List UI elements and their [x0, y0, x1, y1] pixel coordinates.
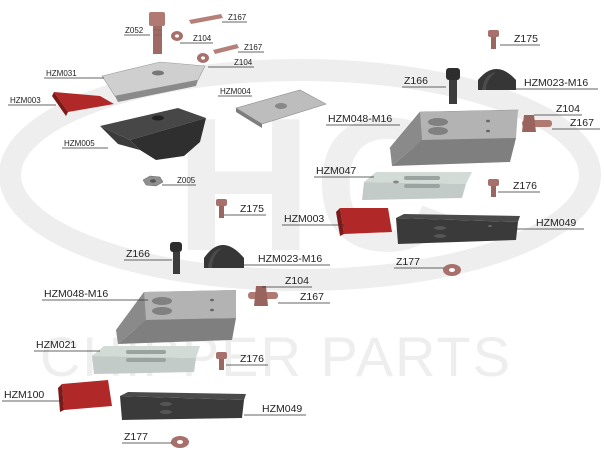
label-z167-a: Z167 [228, 13, 247, 22]
label-z104-a: Z104 [193, 34, 212, 43]
part-hzm048-a [389, 109, 519, 166]
part-z052-bolt [149, 12, 165, 54]
part-z104-washer-a [171, 31, 183, 41]
labels: Z052 Z104 Z167 Z167 Z104 HZM031 HZM003 H… [2, 13, 600, 444]
part-z005-nut [142, 175, 164, 187]
part-hzm100 [58, 380, 112, 412]
part-hzm021 [92, 346, 200, 374]
part-z175-bolt-a [488, 30, 499, 49]
label-hzm004: HZM004 [220, 87, 251, 96]
part-z104-z167-pin-c [522, 115, 552, 132]
label-hzm003-a: HZM003 [10, 96, 41, 105]
label-hzm005: HZM005 [64, 139, 95, 148]
part-z104-washer-b [197, 53, 209, 63]
label-hzm023-a: HZM023-M16 [524, 77, 588, 89]
part-hzm049-a [396, 214, 520, 244]
part-z166-bolt-a [446, 68, 460, 104]
label-hzm047: HZM047 [316, 165, 356, 177]
label-z104-d: Z104 [285, 275, 309, 287]
part-z166-bolt-b [170, 242, 182, 274]
part-z167-pin-a [189, 14, 223, 24]
part-z167-pin-b [213, 44, 239, 54]
part-hzm049-b [120, 392, 246, 420]
label-z176-b: Z176 [240, 353, 264, 365]
label-z175-b: Z175 [240, 203, 264, 215]
label-hzm023-b: HZM023-M16 [258, 253, 322, 265]
label-hzm049-b: HZM049 [262, 403, 302, 415]
label-z177-a: Z177 [396, 256, 420, 268]
label-z167-b: Z167 [244, 43, 263, 52]
label-hzm048-a: HZM048-M16 [328, 113, 392, 125]
part-hzm031 [101, 61, 206, 102]
part-z177-nut-b [171, 436, 189, 448]
part-hzm023-a [478, 69, 516, 90]
part-z175-bolt-b [216, 199, 227, 218]
label-hzm003-b: HZM003 [284, 213, 324, 225]
part-hzm003-a [52, 92, 114, 116]
watermark-ring [0, 59, 601, 291]
label-z175-a: Z175 [514, 33, 538, 45]
label-hzm100: HZM100 [4, 389, 44, 401]
part-z176-bolt-b [216, 352, 227, 370]
part-hzm005 [100, 108, 206, 160]
label-z167-c: Z167 [570, 117, 594, 129]
label-z166-b: Z166 [126, 248, 150, 260]
label-z104-b: Z104 [234, 58, 253, 67]
label-z177-b: Z177 [124, 431, 148, 443]
part-hzm048-b [116, 290, 236, 344]
label-z167-d: Z167 [300, 291, 324, 303]
label-hzm049-a: HZM049 [536, 217, 576, 229]
label-hzm021: HZM021 [36, 339, 76, 351]
label-z052: Z052 [125, 26, 144, 35]
label-z104-c: Z104 [556, 103, 580, 115]
part-z176-bolt-a [488, 179, 499, 197]
part-z104-z167-pin-d [248, 286, 278, 306]
part-hzm004 [235, 89, 327, 128]
label-z005: Z005 [177, 176, 196, 185]
part-hzm003-b [336, 208, 392, 236]
label-z176-a: Z176 [513, 180, 537, 192]
part-hzm047 [362, 172, 472, 200]
label-hzm048-b: HZM048-M16 [44, 288, 108, 300]
label-z166-a: Z166 [404, 75, 428, 87]
part-hzm023-b [204, 245, 244, 268]
label-hzm031: HZM031 [46, 69, 77, 78]
part-z177-nut-a [443, 264, 461, 276]
